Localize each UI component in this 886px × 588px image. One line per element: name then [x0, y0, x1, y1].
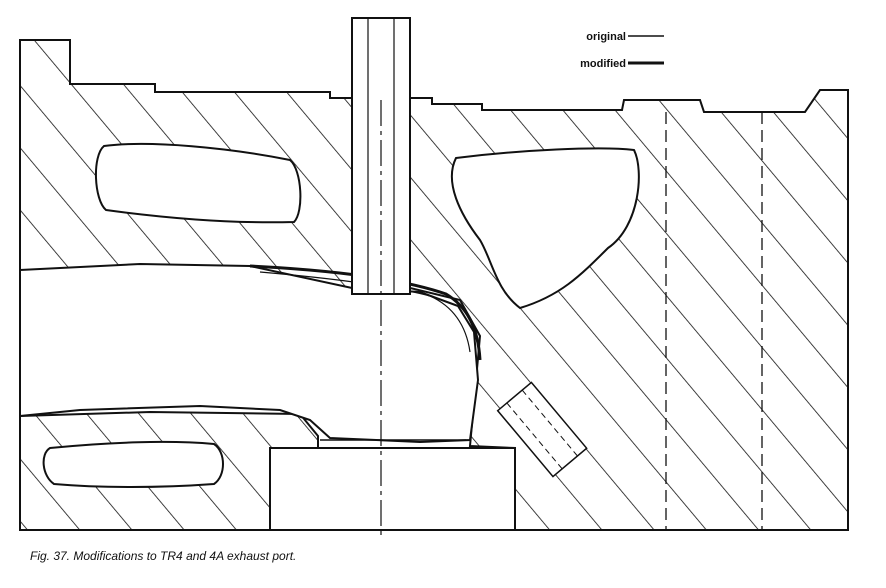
figure-caption: Fig. 37. Modifications to TR4 and 4A exh… — [30, 549, 297, 563]
original-port-outline — [259, 271, 471, 353]
stud-hole — [496, 381, 588, 478]
exhaust-port-passage — [19, 262, 480, 444]
water-jacket-lower-left — [42, 440, 224, 488]
legend-original-label: original — [586, 31, 626, 43]
water-jacket-upper-left — [94, 142, 302, 224]
modified-port-outline — [249, 264, 482, 361]
water-jacket-right — [450, 147, 640, 310]
valve-seat-block — [269, 447, 516, 531]
legend-modified-label: modified — [580, 58, 626, 70]
